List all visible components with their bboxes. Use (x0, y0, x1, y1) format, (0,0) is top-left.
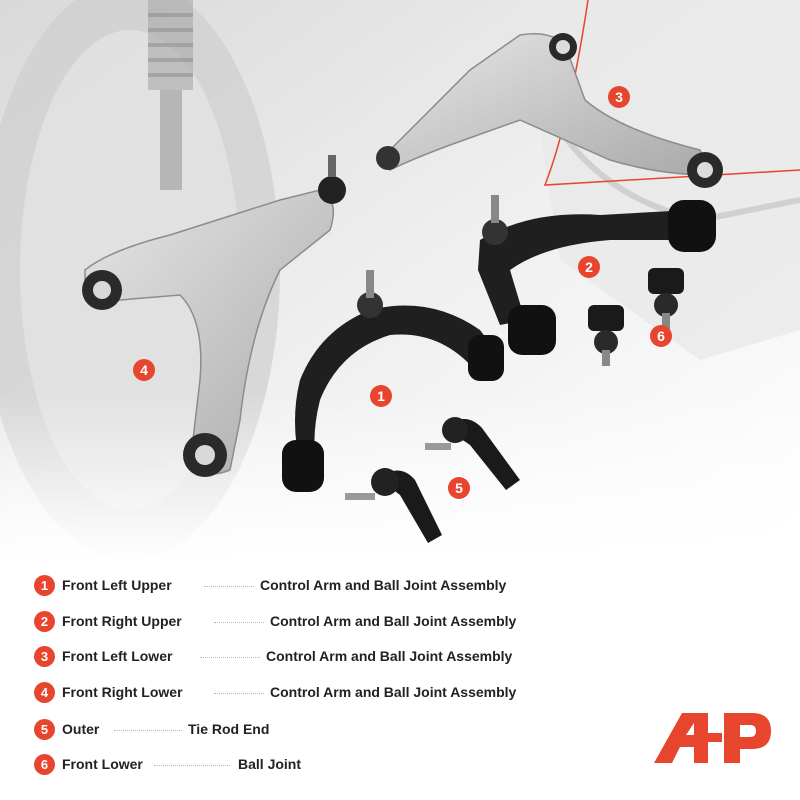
legend-number: 5 (34, 719, 55, 740)
legend-position: Front Left Upper (62, 577, 172, 593)
marker-6: 6 (650, 325, 672, 347)
legend-position: Outer (62, 721, 100, 737)
product-scene (0, 0, 800, 560)
legend-number: 2 (34, 611, 55, 632)
legend-part: Ball Joint (238, 756, 302, 772)
legend-leader (214, 622, 264, 623)
legend-number: 4 (34, 682, 55, 703)
upper-control-arm-1 (282, 270, 504, 492)
legend-row-2: 2 Front Right Upper Control Arm and Ball… (34, 611, 634, 633)
lower-control-arm-4 (82, 155, 346, 477)
legend-number: 1 (34, 575, 55, 596)
marker-2: 2 (578, 256, 600, 278)
legend-number: 6 (34, 754, 55, 775)
legend-position: Front Right Lower (62, 684, 183, 700)
legend-position: Front Left Lower (62, 648, 173, 664)
brand-logo-icon (654, 713, 771, 763)
legend-row-6: 6 Front Lower Ball Joint (34, 754, 634, 776)
legend-part: Control Arm and Ball Joint Assembly (270, 684, 517, 700)
legend-row-1: 1 Front Left Upper Control Arm and Ball … (34, 575, 634, 597)
legend-leader (154, 765, 230, 766)
marker-1: 1 (370, 385, 392, 407)
legend-part: Control Arm and Ball Joint Assembly (270, 613, 517, 629)
legend-part: Control Arm and Ball Joint Assembly (260, 577, 507, 593)
legend-leader (214, 693, 264, 694)
legend-leader (204, 586, 254, 587)
tie-rod-end-5 (345, 417, 520, 543)
legend-leader (114, 730, 182, 731)
legend-row-4: 4 Front Right Lower Control Arm and Ball… (34, 682, 634, 704)
marker-5: 5 (448, 477, 470, 499)
legend-number: 3 (34, 646, 55, 667)
legend-row-3: 3 Front Left Lower Control Arm and Ball … (34, 646, 634, 668)
ball-joint-6 (588, 268, 684, 366)
legend-row-5: 5 Outer Tie Rod End (34, 719, 634, 741)
marker-3: 3 (608, 86, 630, 108)
legend-position: Front Lower (62, 756, 143, 772)
legend-leader (200, 657, 260, 658)
marker-4: 4 (133, 359, 155, 381)
legend-part: Tie Rod End (188, 721, 270, 737)
upper-control-arm-2 (478, 195, 716, 355)
legend-position: Front Right Upper (62, 613, 182, 629)
lower-control-arm-3 (376, 33, 723, 188)
legend-part: Control Arm and Ball Joint Assembly (266, 648, 513, 664)
